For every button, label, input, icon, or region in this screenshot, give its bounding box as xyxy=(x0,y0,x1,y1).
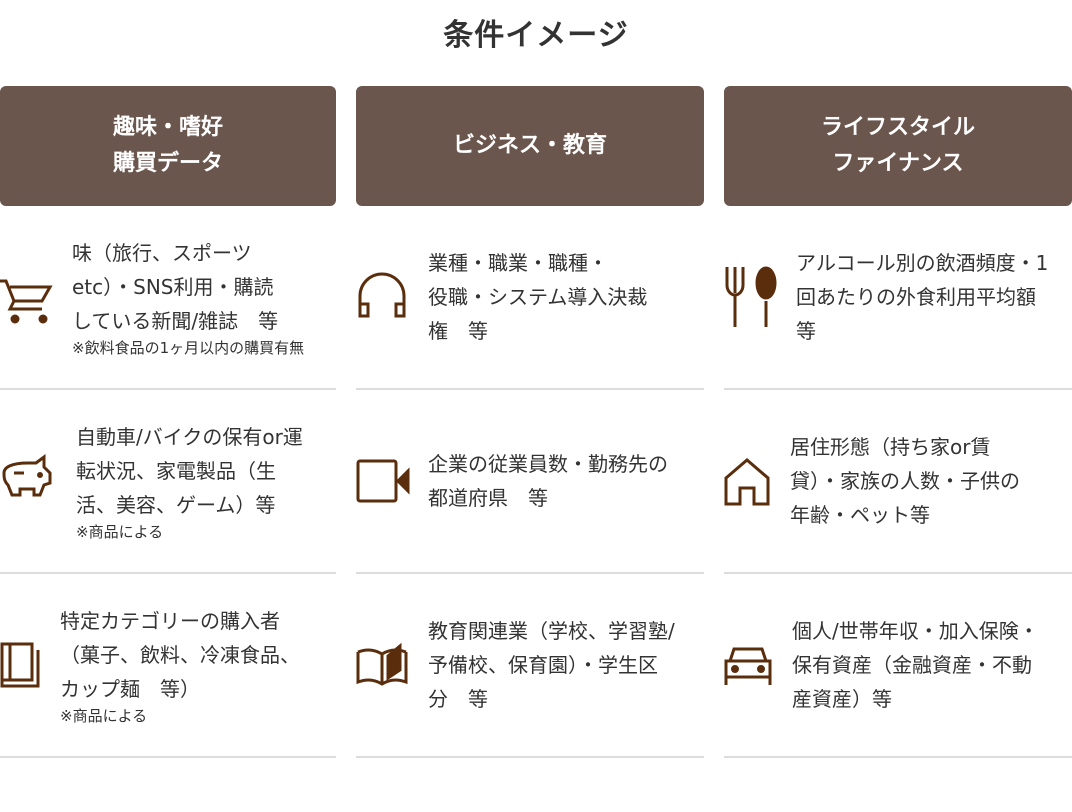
item-note: ※商品による xyxy=(76,523,164,541)
list-item: アルコール別の飲酒頻度・1 回あたりの外食利用平均額 等 xyxy=(724,206,1072,390)
item-text: アルコール別の飲酒頻度・1 回あたりの外食利用平均額 等 xyxy=(796,251,1049,343)
item-text: 業種・職業・職種・ 役職・システム導入決裁 権 等 xyxy=(428,251,648,343)
item-text: 企業の従業員数・勤務先の 都道府県 等 xyxy=(428,452,668,510)
page-title: 条件イメージ xyxy=(443,18,629,53)
video-camera-icon xyxy=(356,451,412,511)
column-business: ビジネス・教育 業種・職業・職種・ 役職・システム導入決裁 権 等 企業の従業員… xyxy=(356,86,704,758)
column-header: ビジネス・教育 xyxy=(356,86,704,206)
item-text: 個人/世帯年収・加入保険・ 保有資産（金融資産・不動 産資産）等 xyxy=(792,619,1039,711)
list-item: 居住形態（持ち家or賃 貸）・家族の人数・子供の 年齢・ペット等 xyxy=(724,390,1072,574)
item-text: 味（旅行、スポーツ etc）・SNS利用・購読 している新聞/雑誌 等 xyxy=(72,241,279,333)
open-book-icon xyxy=(356,635,412,695)
fork-spoon-icon xyxy=(724,266,780,327)
car-icon xyxy=(724,635,776,695)
piggy-bank-icon xyxy=(0,451,56,511)
item-text: 教育関連業（学校、学習塾/ 予備校、保育園）・学生区 分 等 xyxy=(428,619,675,711)
headphones-icon xyxy=(356,267,412,327)
list-item: 業種・職業・職種・ 役職・システム導入決裁 権 等 xyxy=(356,206,704,390)
item-text: 居住形態（持ち家or賃 貸）・家族の人数・子供の 年齢・ペット等 xyxy=(790,435,1020,527)
column-header: ライフスタイル ファイナンス xyxy=(724,86,1072,206)
column-lifestyle: ライフスタイル ファイナンス アルコール別の飲酒頻度・1 回あたりの外食利用平均… xyxy=(724,86,1072,758)
item-text: 自動車/バイクの保有or運 転状況、家電製品（生 活、美容、ゲーム）等 xyxy=(76,425,303,517)
list-item: 味（旅行、スポーツ etc）・SNS利用・購読 している新聞/雑誌 等 ※飲料食品… xyxy=(0,206,336,390)
item-note: ※飲料食品の1ヶ月以内の購買有無 xyxy=(72,339,305,357)
item-note: ※商品による xyxy=(60,707,148,725)
list-item: 企業の従業員数・勤務先の 都道府県 等 xyxy=(356,390,704,574)
house-icon xyxy=(724,451,774,511)
list-item: 教育関連業（学校、学習塾/ 予備校、保育園）・学生区 分 等 xyxy=(356,574,704,758)
list-item: 自動車/バイクの保有or運 転状況、家電製品（生 活、美容、ゲーム）等 ※商品によ… xyxy=(0,390,336,574)
column-hobby: 趣味・嗜好 購買データ 味（旅行、スポーツ etc）・SNS利用・購読 している… xyxy=(0,86,336,758)
item-text: 特定カテゴリーの購入者 （菓子、飲料、冷凍食品、 カップ麺 等） xyxy=(60,609,300,701)
cart-icon xyxy=(0,267,56,327)
list-item: 特定カテゴリーの購入者 （菓子、飲料、冷凍食品、 カップ麺 等） ※商品による xyxy=(0,574,336,758)
column-header: 趣味・嗜好 購買データ xyxy=(0,86,336,206)
book-icon xyxy=(0,635,42,695)
list-item: 個人/世帯年収・加入保険・ 保有資産（金融資産・不動 産資産）等 xyxy=(724,574,1072,758)
